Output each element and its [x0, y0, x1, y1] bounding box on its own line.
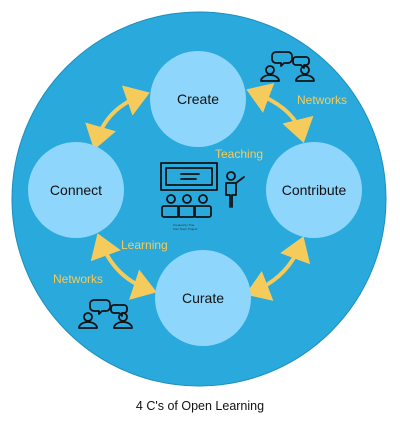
node-create-label: Create: [177, 91, 219, 107]
icon-credit-line-2: from Noun Project: [173, 227, 197, 231]
node-contribute-circle: [266, 142, 362, 238]
label-learning: Learning: [121, 238, 168, 252]
node-contribute-label: Contribute: [282, 182, 347, 198]
node-connect-circle: [28, 142, 124, 238]
arrow-create-contribute: [246, 83, 314, 143]
node-connect-label: Connect: [50, 182, 102, 198]
node-curate-circle: [155, 250, 251, 346]
icon-credit-line-1: Created by Tina: [173, 223, 195, 227]
node-curate-label: Curate: [182, 290, 224, 306]
node-create: Create: [150, 51, 246, 147]
arrow-connect-create: [85, 85, 150, 150]
node-contribute: Contribute: [266, 142, 362, 238]
label-networks-bottom: Networks: [53, 272, 103, 286]
teacher-classroom-icon: [160, 162, 245, 218]
node-connect: Connect: [28, 142, 124, 238]
label-networks-top: Networks: [297, 93, 347, 107]
people-chat-icon-top: [260, 51, 315, 82]
arrow-curate-contribute: [245, 236, 311, 301]
diagram-title: 4 C's of Open Learning: [135, 399, 265, 413]
label-teaching: Teaching: [215, 147, 263, 161]
people-chat-icon-bottom: [78, 299, 133, 329]
arrow-connect-curate: [90, 233, 157, 300]
whiteboard: [160, 162, 218, 191]
cycle-arrows: [85, 83, 314, 301]
node-curate: Curate: [155, 250, 251, 346]
node-create-circle: [150, 51, 246, 147]
